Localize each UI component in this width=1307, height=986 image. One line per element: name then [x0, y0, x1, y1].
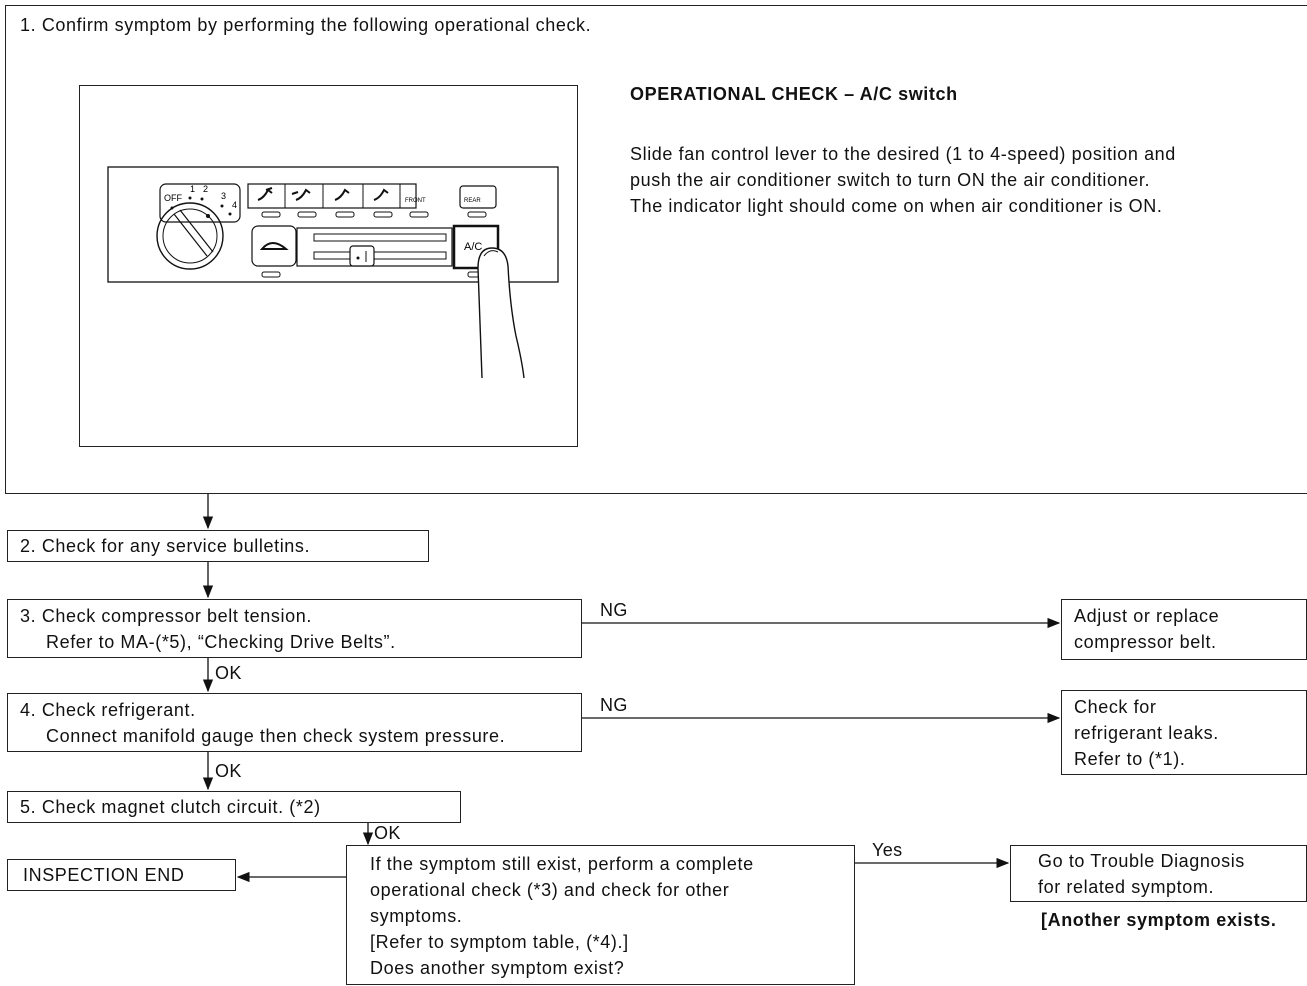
- step4-ng-line2: refrigerant leaks.: [1074, 720, 1219, 746]
- step4-ng-line1: Check for: [1074, 694, 1156, 720]
- fan-label-1: 1: [190, 184, 195, 194]
- fan-label-2: 2: [203, 184, 208, 194]
- step3-line2: Refer to MA-(*5), “Checking Drive Belts”…: [46, 629, 396, 655]
- step5-box: 5. Check magnet clutch circuit. (*2): [7, 791, 461, 823]
- step3-ng-box: Adjust or replace compressor belt.: [1061, 599, 1307, 660]
- illustration-frame: OFF 1 2 3 4 FRONT REAR: [79, 85, 578, 447]
- check-title: OPERATIONAL CHECK – A/C switch: [630, 81, 958, 107]
- ok-label-step4: OK: [215, 761, 242, 782]
- ok-label-step5: OK: [374, 823, 401, 844]
- step4-ng-line3: Refer to (*1).: [1074, 746, 1185, 772]
- step4-line2: Connect manifold gauge then check system…: [46, 723, 505, 749]
- rear-defrost-label: REAR: [464, 198, 481, 204]
- question-line-3: symptoms.: [370, 903, 462, 929]
- fan-label-4: 4: [232, 200, 237, 210]
- inspection-end-text: INSPECTION END: [23, 862, 184, 888]
- question-line-5: Does another symptom exist?: [370, 955, 624, 981]
- step4-ng-box: Check for refrigerant leaks. Refer to (*…: [1061, 690, 1307, 775]
- front-defrost-label: FRONT: [405, 198, 426, 204]
- yes-target-line2: for related symptom.: [1038, 874, 1214, 900]
- check-line-1: Slide fan control lever to the desired (…: [630, 141, 1176, 167]
- ac-control-panel-illustration: OFF 1 2 3 4 FRONT REAR: [80, 86, 576, 444]
- ng-label-step3: NG: [600, 600, 628, 621]
- ng-label-step4: NG: [600, 695, 628, 716]
- ok-label-step3: OK: [215, 663, 242, 684]
- step5-text: 5. Check magnet clutch circuit. (*2): [20, 794, 321, 820]
- yes-label: Yes: [872, 840, 903, 861]
- question-line-1: If the symptom still exist, perform a co…: [370, 851, 754, 877]
- another-symptom-label: [Another symptom exists.: [1041, 907, 1276, 933]
- step4-line1: 4. Check refrigerant.: [20, 697, 196, 723]
- inspection-end-box: INSPECTION END: [7, 859, 236, 891]
- question-box: If the symptom still exist, perform a co…: [346, 845, 855, 985]
- question-line-4: [Refer to symptom table, (*4).]: [370, 929, 629, 955]
- step3-ng-line1: Adjust or replace: [1074, 603, 1219, 629]
- fan-label-3: 3: [221, 191, 226, 201]
- step3-ng-line2: compressor belt.: [1074, 629, 1217, 655]
- step4-box: 4. Check refrigerant. Connect manifold g…: [7, 693, 582, 752]
- fan-label-off: OFF: [164, 193, 182, 203]
- step1-box: 1. Confirm symptom by performing the fol…: [5, 5, 1307, 494]
- step1-text: 1. Confirm symptom by performing the fol…: [20, 12, 591, 38]
- ac-button-label: A/C: [464, 241, 482, 253]
- step2-box: 2. Check for any service bulletins.: [7, 530, 429, 562]
- step2-text: 2. Check for any service bulletins.: [20, 533, 310, 559]
- step3-line1: 3. Check compressor belt tension.: [20, 603, 312, 629]
- check-line-3: The indicator light should come on when …: [630, 193, 1162, 219]
- question-line-2: operational check (*3) and check for oth…: [370, 877, 729, 903]
- yes-target-box: Go to Trouble Diagnosis for related symp…: [1010, 845, 1307, 902]
- step3-box: 3. Check compressor belt tension. Refer …: [7, 599, 582, 658]
- yes-target-line1: Go to Trouble Diagnosis: [1038, 848, 1245, 874]
- check-line-2: push the air conditioner switch to turn …: [630, 167, 1150, 193]
